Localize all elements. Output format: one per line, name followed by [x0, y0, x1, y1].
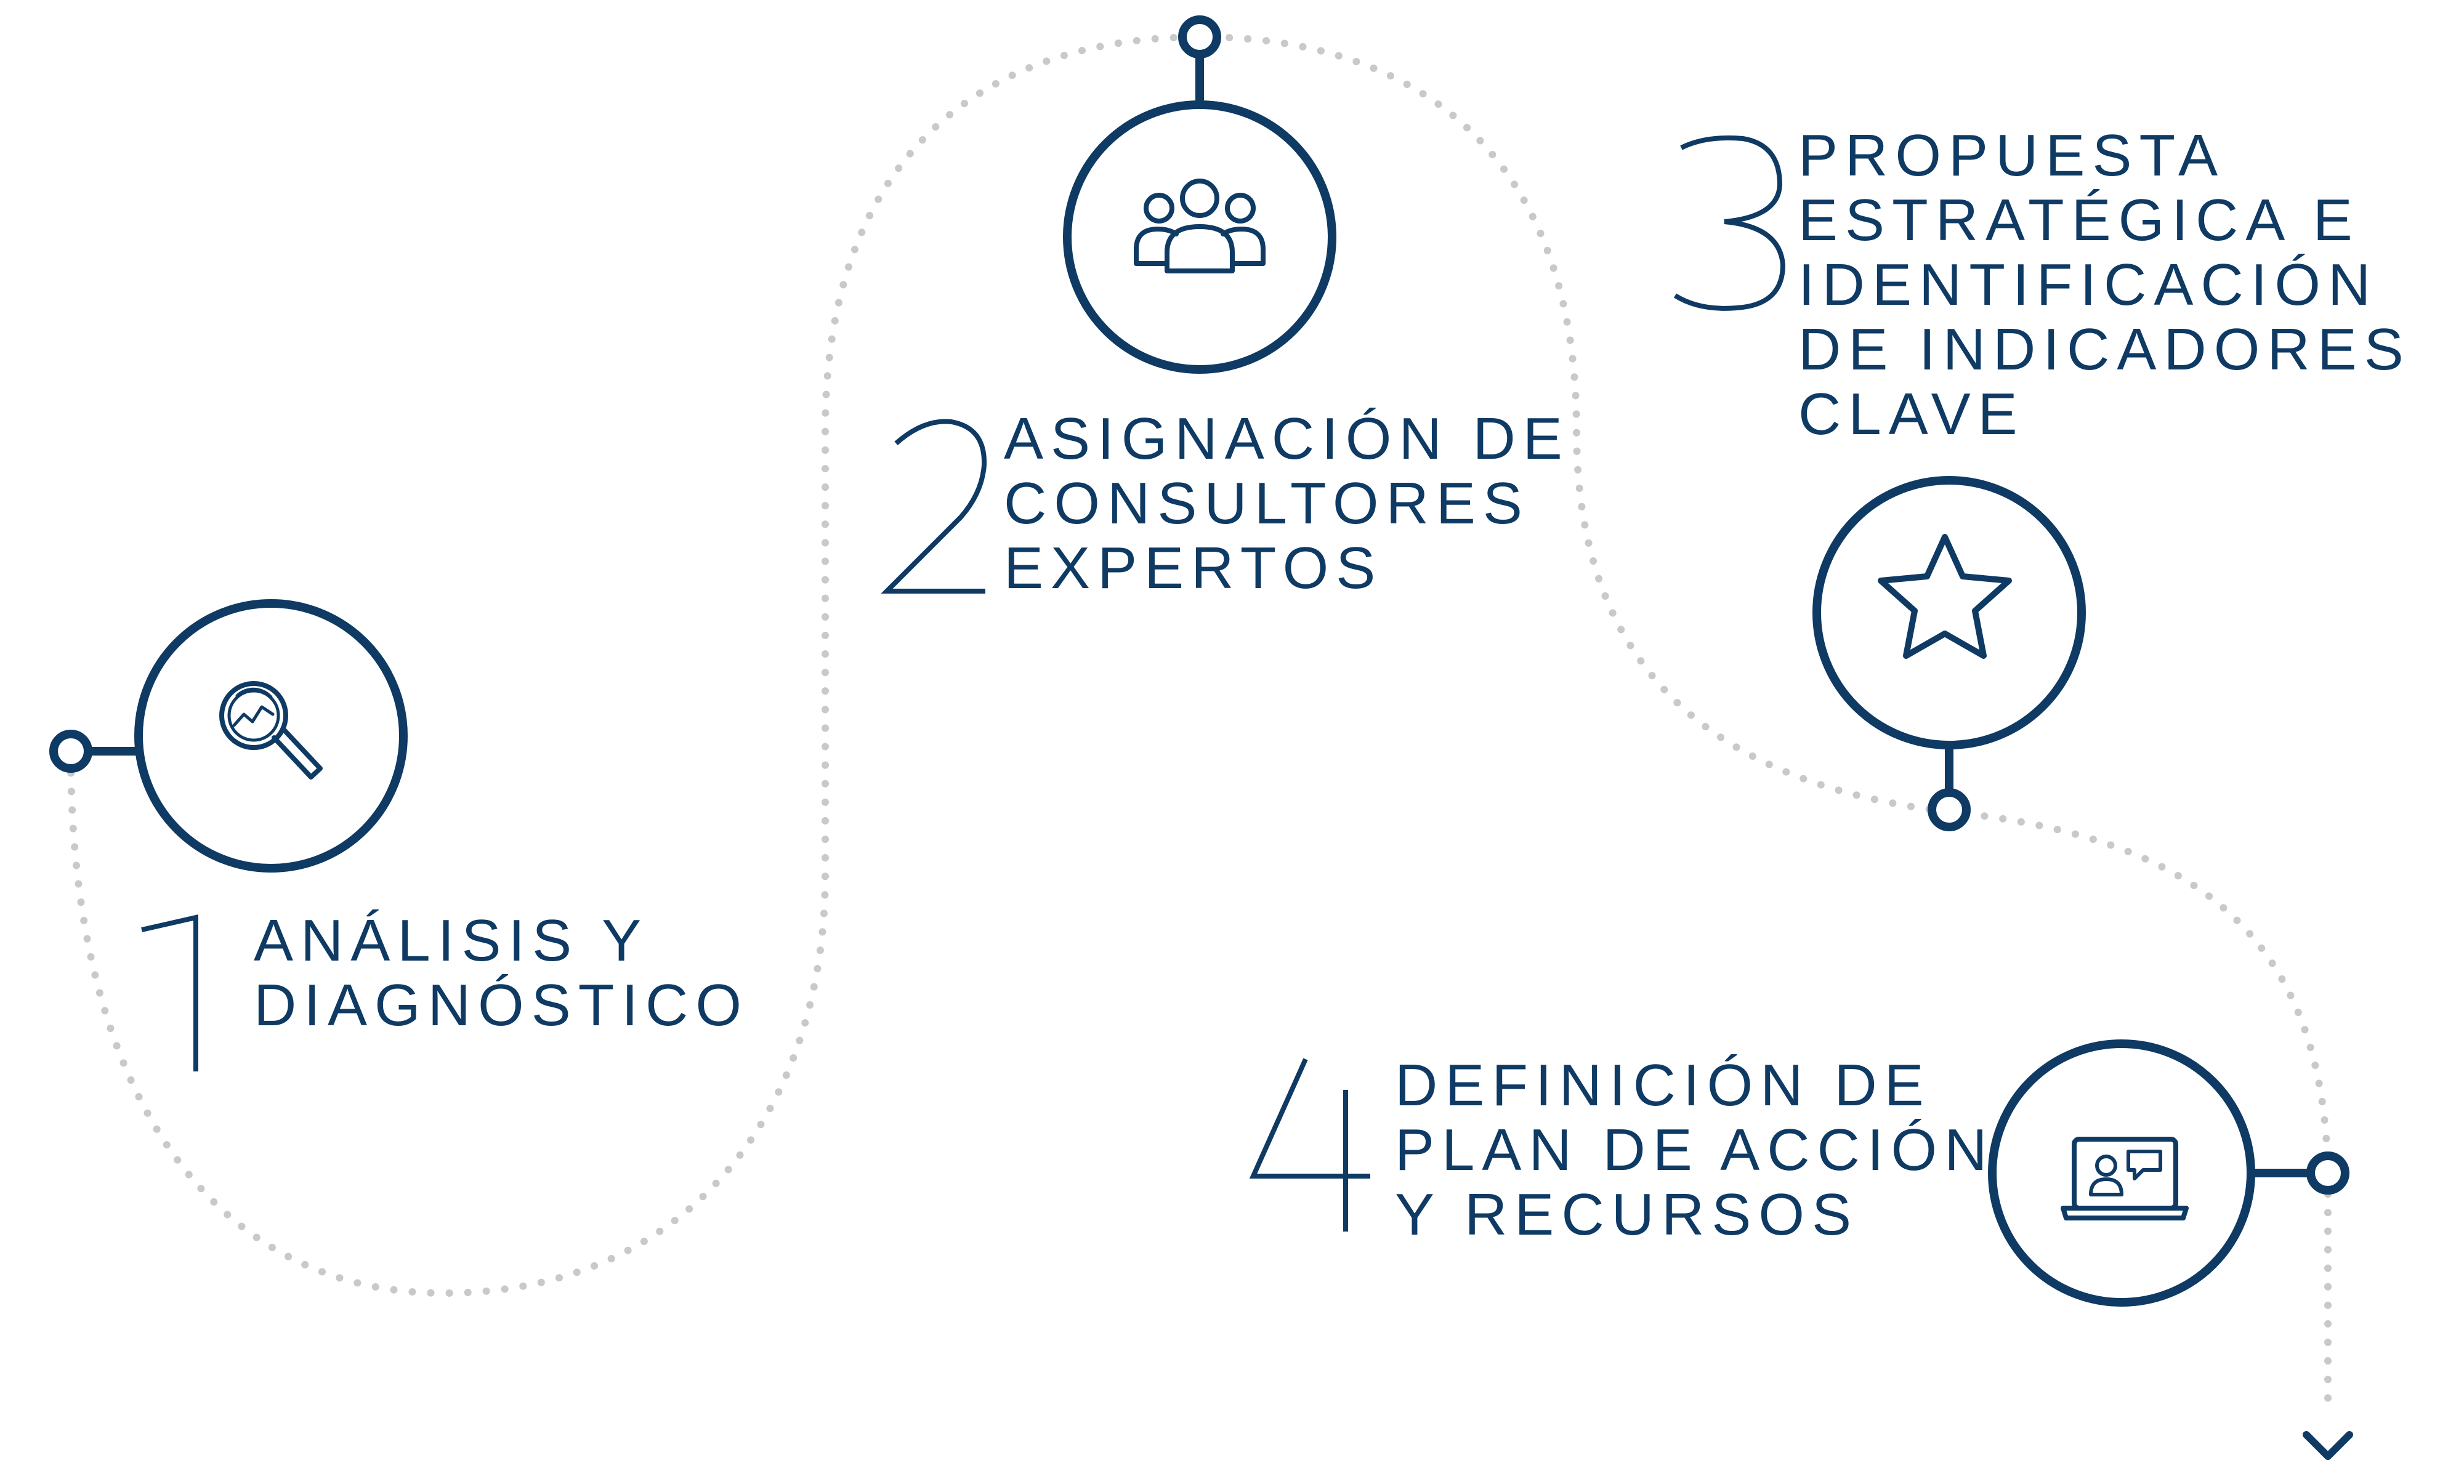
- step-4-title-line-2: PLAN DE ACCIÓN: [1395, 1117, 1995, 1183]
- step-2-number: [881, 419, 987, 594]
- step-2-title-line-1: ASIGNACIÓN DE: [1004, 406, 1570, 472]
- step-3-ring: [1812, 476, 2086, 749]
- star-icon: [1878, 534, 2012, 659]
- step-4-title-line-3: Y RECURSOS: [1395, 1182, 1859, 1248]
- video-call-laptop-icon: [2061, 1137, 2189, 1220]
- step-4: 4 DEFINICIÓN DE PLAN DE ACCIÓN Y RECURSO…: [1249, 1039, 2349, 1307]
- step-4-number: [1249, 1058, 1370, 1232]
- step-2-title-line-3: EXPERTOS: [1004, 535, 1383, 601]
- arrow-down-icon: [2303, 1431, 2353, 1460]
- step-4-ring: [1988, 1039, 2255, 1307]
- step-2: 2 ASIGNACIÓN DE CONSULTORES EXPERTOS: [881, 15, 1570, 601]
- step-1: 1 ANÁLISIS Y DIAGNÓSTICO: [49, 599, 749, 1071]
- step-4-node: [2306, 1151, 2349, 1195]
- dotted-connector-path: [67, 33, 2332, 1420]
- step-3-number: [1673, 135, 1786, 311]
- step-2-title-line-2: CONSULTORES: [1004, 470, 1530, 536]
- step-4-title-line-1: DEFINICIÓN DE: [1395, 1052, 1931, 1118]
- step-3-title-line-2: ESTRATÉGICA E: [1798, 187, 2360, 253]
- step-3-title-line-1: PROPUESTA: [1798, 123, 2225, 188]
- team-icon: [1134, 179, 1266, 273]
- step-2-node: [1178, 15, 1221, 58]
- step-1-title-line-1: ANÁLISIS Y: [254, 908, 648, 974]
- step-1-node: [49, 730, 92, 773]
- step-1-number: 1: [141, 914, 198, 1071]
- magnifier-chart-icon: [219, 681, 323, 780]
- step-3-title-line-5: CLAVE: [1798, 381, 2025, 447]
- step-1-title-line-2: DIAGNÓSTICO: [254, 972, 749, 1038]
- step-2-ring: [1063, 100, 1336, 374]
- step-3-title-line-3: IDENTIFICACIÓN: [1798, 252, 2378, 318]
- step-3-node: [1928, 788, 1971, 831]
- step-3: 3 PROPUESTA ESTRATÉGICA E IDENTIFICACIÓN…: [1673, 123, 2411, 831]
- step-3-title-line-4: DE INDICADORES: [1798, 317, 2411, 382]
- step-1-ring: [134, 599, 408, 873]
